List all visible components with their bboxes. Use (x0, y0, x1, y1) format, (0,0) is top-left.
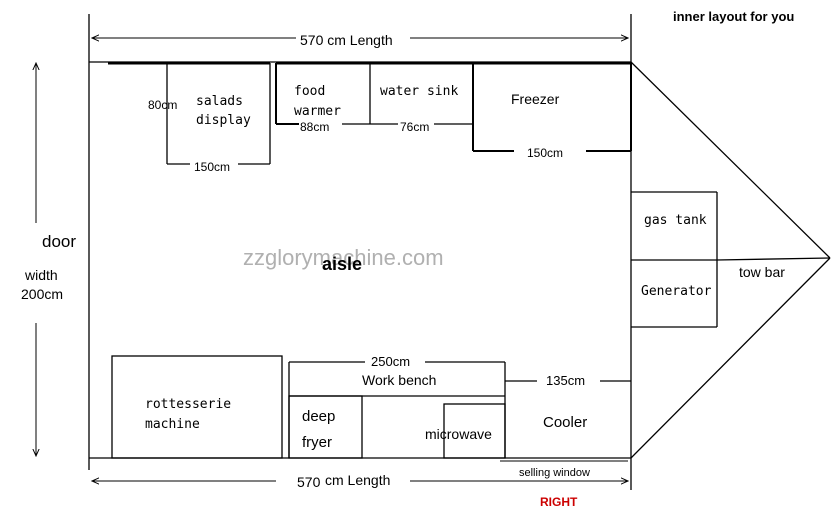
tow-hitch (630, 61, 831, 459)
food-warmer-width: 88cm (300, 120, 329, 134)
salads-depth: 80cm (148, 98, 177, 112)
salads-label-1: salads (196, 94, 243, 109)
deep-fryer-label-1: deep (302, 408, 335, 425)
deep-fryer (288, 395, 363, 459)
cooler-width: 135cm (546, 373, 585, 388)
rotisserie-label-1: rottesserie (145, 397, 231, 412)
aisle-label: aisle (322, 254, 362, 274)
salads-display (108, 61, 271, 165)
freezer-width: 150cm (527, 146, 563, 160)
salads-label-2: display (196, 113, 251, 128)
water-sink (370, 61, 473, 125)
work-bench-width: 250cm (371, 354, 410, 369)
cooler-label: Cooler (543, 414, 587, 431)
gas-tank-generator (631, 191, 718, 328)
food-warmer (275, 61, 371, 125)
width-label: width (24, 267, 58, 283)
food-warmer-label-1: food (294, 84, 325, 99)
bottom-length-unit: cm Length (325, 472, 390, 488)
microwave-label: microwave (425, 426, 492, 442)
salads-width: 150cm (194, 160, 230, 174)
microwave (443, 403, 506, 459)
generator-label: Generator (641, 284, 712, 299)
top-length-label: 570 cm Length (300, 32, 393, 48)
header-caption: inner layout for you (673, 9, 794, 24)
tow-bar-label: tow bar (739, 264, 785, 280)
watermark: zzglorymachine.com (243, 245, 444, 270)
deep-fryer-label-2: fryer (302, 434, 332, 451)
rotisserie-machine (111, 355, 283, 459)
work-bench-label: Work bench (362, 372, 436, 388)
rotisserie-label-2: machine (145, 417, 200, 432)
water-sink-label: water sink (380, 84, 458, 99)
selling-window-label: selling window (519, 467, 590, 479)
water-sink-width: 76cm (400, 120, 429, 134)
freezer (472, 61, 632, 152)
door-label: door (42, 232, 76, 251)
bottom-length-value: 570 (297, 474, 321, 490)
right-label: RIGHT (540, 495, 578, 509)
freezer-label: Freezer (511, 91, 560, 107)
width-value: 200cm (21, 286, 63, 302)
food-warmer-label-2: warmer (294, 104, 341, 119)
gas-tank-label: gas tank (644, 213, 707, 228)
